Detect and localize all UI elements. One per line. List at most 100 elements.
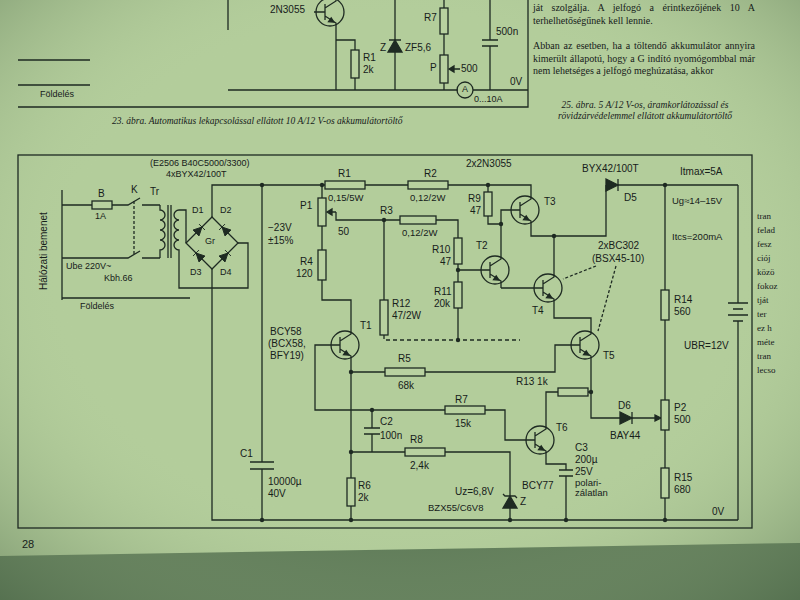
charger-schematic bbox=[661, 290, 669, 320]
part-label: R9 bbox=[468, 193, 481, 204]
part-label: Tr bbox=[150, 186, 159, 197]
part-label: D3 bbox=[190, 268, 202, 278]
upper-figure bbox=[228, 30, 528, 90]
part-value: 40V bbox=[268, 488, 286, 499]
charger-schematic bbox=[370, 408, 374, 412]
part-value: ZF5,6 bbox=[405, 42, 431, 53]
part-label: C1 bbox=[240, 448, 253, 459]
charger-schematic bbox=[445, 406, 485, 414]
part-label: Z bbox=[520, 496, 526, 507]
part-label: T4 bbox=[532, 305, 544, 316]
body-text: Abban az esetben, ha a töltendő akkumulá… bbox=[533, 40, 755, 78]
charger-schematic bbox=[260, 183, 667, 522]
charger-schematic bbox=[499, 222, 503, 226]
part-value: Kbh.66 bbox=[104, 274, 133, 284]
part-value: 47 bbox=[470, 205, 481, 216]
charger-schematic bbox=[364, 410, 380, 452]
upper-figure bbox=[18, 0, 528, 107]
terminal-label: 0V bbox=[712, 506, 724, 517]
part-label: R1 bbox=[363, 52, 376, 63]
upper-figure bbox=[482, 0, 498, 90]
part-value: 200µ bbox=[575, 454, 597, 465]
charger-schematic bbox=[174, 210, 248, 288]
charger-schematic bbox=[315, 345, 524, 520]
charger-schematic bbox=[501, 236, 655, 418]
part-value: 47/2W bbox=[392, 310, 421, 321]
charger-schematic bbox=[552, 234, 556, 238]
part-value: BCY77 bbox=[522, 480, 554, 491]
upper-figure bbox=[440, 55, 448, 83]
charger-schematic bbox=[347, 478, 355, 506]
part-value: 680 bbox=[674, 484, 691, 495]
charger-schematic bbox=[92, 201, 112, 209]
part-label: R11 bbox=[434, 286, 452, 297]
charger-schematic bbox=[62, 190, 190, 300]
cut-text: tran bbox=[757, 352, 771, 362]
charger-schematic bbox=[563, 266, 616, 331]
part-value: 4xBYX42/100T bbox=[166, 170, 227, 180]
upper-figure bbox=[440, 8, 448, 34]
cut-text: ez h bbox=[757, 324, 772, 334]
charger-schematic bbox=[488, 185, 606, 252]
part-value: 2,4k bbox=[410, 460, 429, 471]
charger-schematic bbox=[212, 185, 738, 520]
cut-text: ter bbox=[757, 310, 767, 320]
charger-schematic bbox=[728, 185, 748, 520]
part-value: 500 bbox=[674, 414, 691, 425]
charger-schematic bbox=[349, 450, 353, 454]
part-label: P2 bbox=[674, 402, 686, 413]
cut-text: ciój bbox=[757, 254, 771, 264]
charger-schematic bbox=[456, 268, 460, 272]
part-value: (BCX58, bbox=[268, 338, 306, 349]
terminal-label: Hálózati bemenet bbox=[38, 212, 49, 290]
meter-label: A bbox=[462, 85, 468, 95]
part-label: Z bbox=[380, 42, 386, 53]
part-label: R13 1k bbox=[516, 376, 548, 387]
charger-schematic bbox=[219, 224, 231, 236]
charger-schematic bbox=[320, 183, 324, 187]
part-value: polari- zálatlan bbox=[575, 478, 619, 499]
part-value: BCY58 bbox=[270, 326, 302, 337]
charger-schematic bbox=[524, 422, 554, 458]
part-value: (BSX45-10) bbox=[592, 253, 644, 264]
voltage-label: ±15% bbox=[268, 235, 294, 246]
part-label: R7 bbox=[424, 12, 437, 23]
part-label: R5 bbox=[398, 353, 411, 364]
page-number: 28 bbox=[22, 538, 34, 550]
charger-schematic bbox=[260, 518, 264, 522]
charger-schematic bbox=[382, 218, 386, 222]
part-value: BAY44 bbox=[610, 430, 640, 441]
charger-schematic bbox=[532, 270, 562, 306]
part-value: 2xBC302 bbox=[598, 240, 639, 251]
terminal-label: Földelés bbox=[80, 302, 114, 312]
charger-schematic bbox=[327, 209, 332, 215]
charger-schematic bbox=[260, 183, 264, 187]
part-value: 120 bbox=[296, 268, 313, 279]
charger-schematic bbox=[509, 192, 539, 228]
part-label: T2 bbox=[476, 240, 488, 251]
charger-schematic bbox=[133, 201, 134, 254]
charger-schematic bbox=[18, 155, 752, 528]
signal-label: UBR=12V bbox=[684, 340, 729, 351]
part-label: D6 bbox=[618, 400, 631, 411]
charger-schematic bbox=[454, 282, 462, 308]
charger-schematic bbox=[503, 496, 517, 508]
part-label: D1 bbox=[192, 206, 204, 216]
charger-schematic bbox=[351, 452, 517, 520]
charger-schematic bbox=[219, 250, 231, 262]
part-label: T6 bbox=[556, 422, 568, 433]
part-value: 15k bbox=[455, 418, 471, 429]
upper-figure bbox=[389, 0, 401, 90]
part-label: D4 bbox=[220, 268, 232, 278]
cut-text: közö bbox=[757, 268, 775, 278]
part-label: R10 bbox=[432, 244, 450, 255]
charger-schematic bbox=[380, 300, 388, 335]
upper-figure bbox=[457, 82, 473, 98]
charger-schematic bbox=[663, 183, 667, 187]
part-label: T3 bbox=[544, 196, 556, 207]
part-label: 2N3055 bbox=[270, 4, 305, 15]
cut-text: tran bbox=[757, 212, 771, 222]
part-value: 20k bbox=[434, 298, 450, 309]
